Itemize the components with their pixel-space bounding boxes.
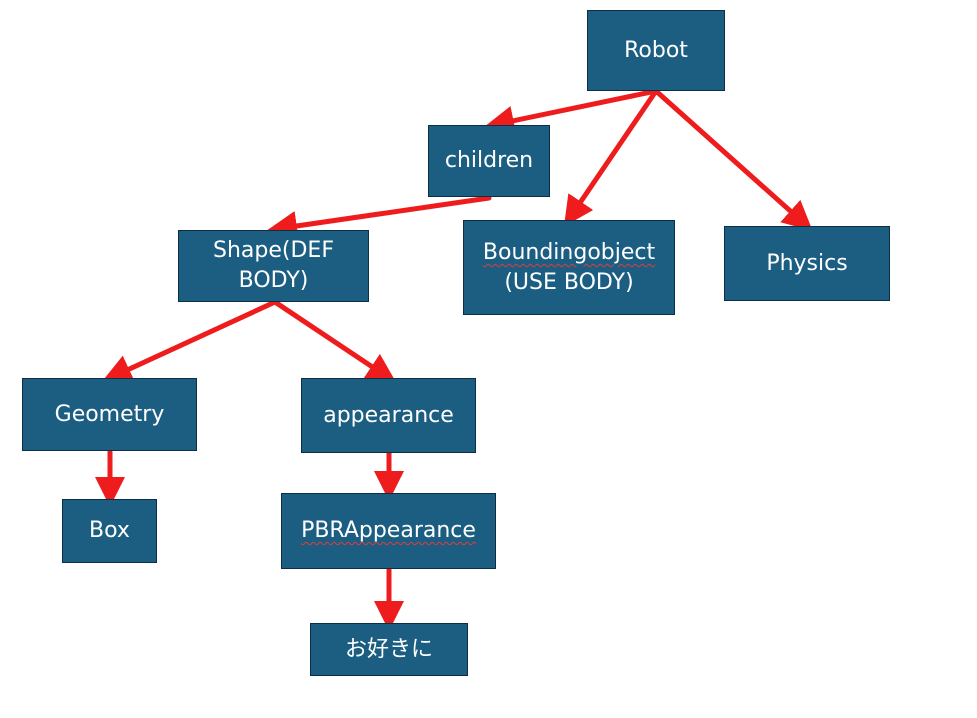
node-shape: Shape(DEF BODY) <box>178 230 369 302</box>
node-geometry: Geometry <box>22 378 197 451</box>
node-robot-label: Robot <box>624 37 688 63</box>
node-okini-label: お好きに <box>344 636 433 662</box>
node-box: Box <box>62 499 157 563</box>
edge-shape-to-geometry <box>101 299 278 383</box>
node-box-label: Box <box>89 518 130 544</box>
edge-shape-to-appearance <box>272 299 397 383</box>
node-pbrappearance: PBRAppearance <box>281 493 496 569</box>
node-geometry-label: Geometry <box>54 401 165 427</box>
node-boundingobject-line1: Boundingobject <box>482 239 656 265</box>
node-shape-line2: BODY) <box>238 268 309 293</box>
node-appearance: appearance <box>301 378 476 453</box>
edge-robot-to-children <box>484 88 659 136</box>
node-pbrappearance-label: PBRAppearance <box>301 518 476 544</box>
edge-robot-to-boundingobject <box>563 88 659 227</box>
node-appearance-label: appearance <box>323 402 454 428</box>
node-children-label: children <box>444 148 534 174</box>
node-okini: お好きに <box>310 623 468 676</box>
node-physics-label: Physics <box>766 250 848 276</box>
node-children: children <box>428 125 550 197</box>
node-boundingobject: Boundingobject (USE BODY) <box>463 220 675 315</box>
node-physics: Physics <box>724 226 890 301</box>
node-boundingobject-line2: (USE BODY) <box>504 269 634 295</box>
edge-children-to-shape <box>267 195 492 241</box>
node-robot: Robot <box>587 10 725 91</box>
node-shape-line1: Shape(DEF <box>213 238 334 264</box>
edge-robot-to-physics <box>653 88 813 231</box>
